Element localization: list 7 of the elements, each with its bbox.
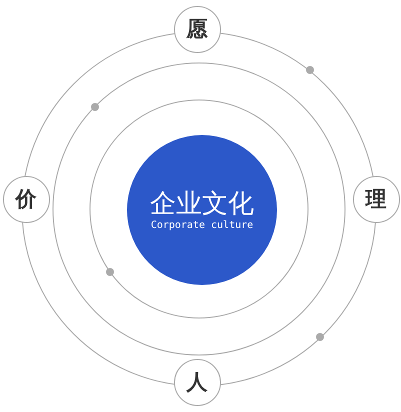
title-text: 人 bbox=[186, 370, 208, 394]
title-text: 愿 bbox=[186, 17, 208, 41]
title-text: 价 bbox=[16, 187, 36, 211]
title-text: 企业文化 bbox=[150, 188, 254, 218]
subtitle-text: Corporate culture bbox=[150, 218, 254, 232]
title-text: 理 bbox=[366, 187, 386, 211]
orbit-circle bbox=[174, 358, 220, 406]
